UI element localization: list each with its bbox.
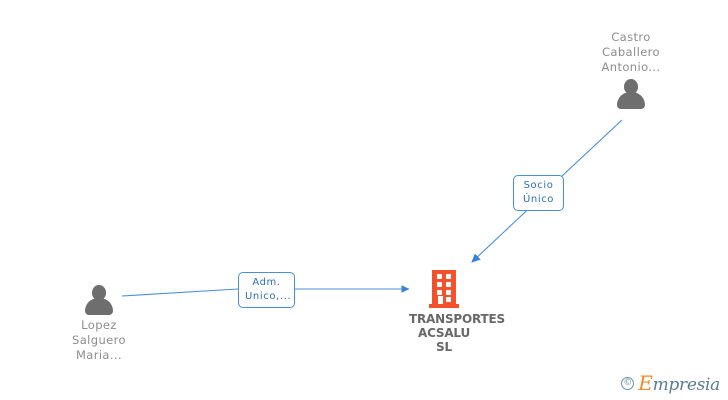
copyright-icon: © [621, 376, 635, 390]
node-person-lopez-salguero-maria[interactable]: Lopez Salguero Maria... [63, 285, 135, 363]
node-person-castro-caballero-antonio[interactable]: Castro Caballero Antonio... [586, 30, 676, 109]
edge-label-adm-unico[interactable]: Adm. Unico,... [238, 272, 295, 308]
node-company[interactable]: TRANSPORTES ACSALU SL [409, 270, 505, 354]
empresia-watermark: © Empresia [621, 371, 720, 395]
person-label-lopez-salguero-maria: Lopez Salguero Maria... [72, 318, 126, 362]
building-icon [429, 270, 459, 308]
person-icon [614, 79, 648, 109]
company-label: TRANSPORTES ACSALU SL [409, 312, 505, 354]
person-icon [82, 285, 116, 315]
edge-label-socio-unico[interactable]: Socio Único [513, 175, 564, 211]
brand-initial: E [638, 371, 653, 395]
person-label-castro-caballero-antonio: Castro Caballero Antonio... [601, 30, 661, 74]
brand-logo-text: Empresia [638, 371, 720, 395]
brand-rest: mpresia [652, 375, 721, 395]
